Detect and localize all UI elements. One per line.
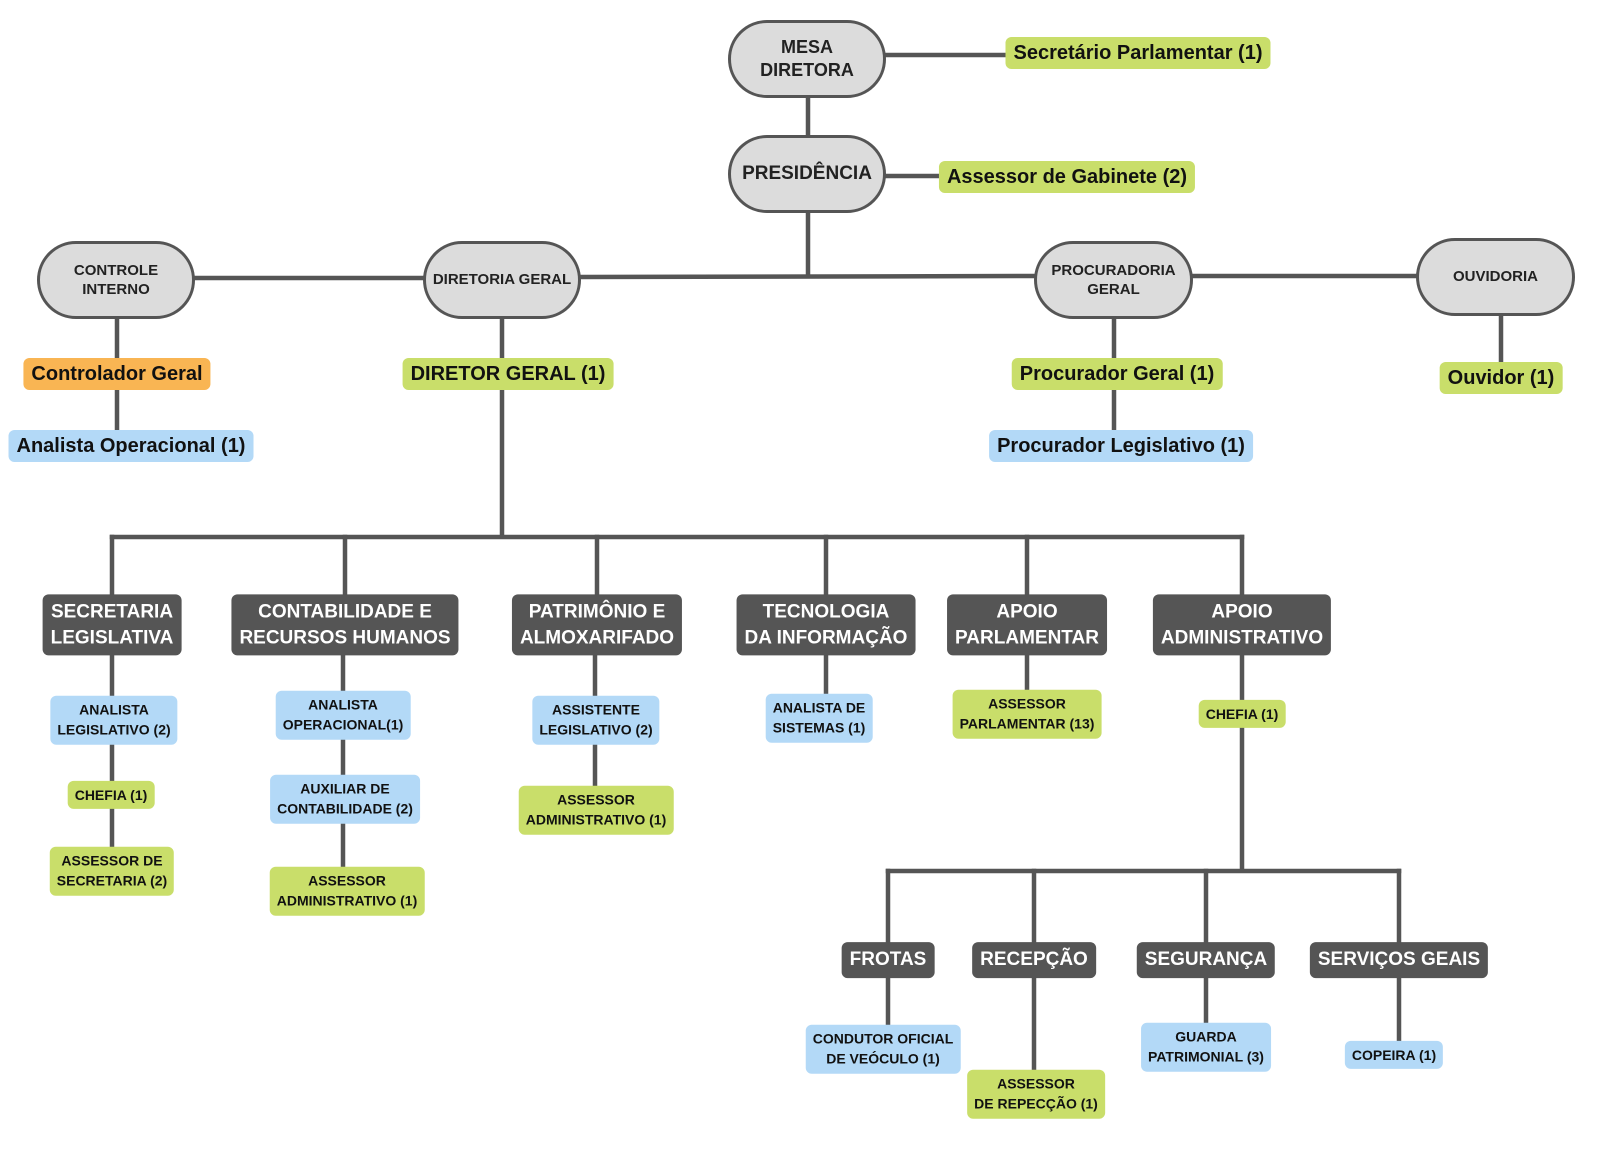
controle-interno-label: CONTROLE INTERNO	[73, 261, 159, 299]
procuradoria-geral-label: PROCURADORIA GERAL	[1051, 261, 1176, 299]
subdept-frotas: FROTAS	[841, 942, 935, 978]
dept-apoio-administrativo: APOIO ADMINISTRATIVO	[1152, 594, 1332, 656]
subdept-servicos-gerais: SERVIÇOS GEAIS	[1309, 942, 1489, 978]
subdept-recepcao: RECEPÇÃO	[972, 942, 1096, 978]
controlador-geral-label: Controlador Geral	[23, 358, 211, 390]
recepcao-item-assessor: ASSESSOR DE REPECÇÃO (1)	[967, 1069, 1105, 1119]
mesa-diretora-node: MESA DIRETORA	[728, 20, 886, 98]
dept-patrimonio: PATRIMÔNIO E ALMOXARIFADO	[511, 594, 683, 656]
ouvidor-label: Ouvidor (1)	[1439, 362, 1563, 394]
diretoria-geral-node: DIRETORIA GERAL	[423, 241, 581, 319]
presidencia-node: PRESIDÊNCIA	[728, 135, 886, 213]
apoio-parlamentar-item-assessor: ASSESSOR PARLAMENTAR (13)	[952, 689, 1102, 739]
ouvidoria-node: OUVIDORIA	[1416, 238, 1575, 316]
assessor-gabinete-label: Assessor de Gabinete (2)	[938, 161, 1196, 193]
patrimonio-item-assessor: ASSESSOR ADMINISTRATIVO (1)	[518, 785, 674, 835]
contabilidade-item-assessor: ASSESSOR ADMINISTRATIVO (1)	[269, 866, 425, 916]
presidencia-label: PRESIDÊNCIA	[742, 162, 872, 184]
contabilidade-item-analista: ANALISTA OPERACIONAL(1)	[275, 690, 411, 740]
analista-operacional-label: Analista Operacional (1)	[8, 430, 254, 462]
frotas-item-condutor: CONDUTOR OFICIAL DE VEÓCULO (1)	[805, 1024, 961, 1074]
secretaria-item-assessor: ASSESSOR DE SECRETARIA (2)	[49, 846, 175, 896]
subdept-seguranca: SEGURANÇA	[1136, 942, 1276, 978]
procurador-legislativo-label: Procurador Legislativo (1)	[989, 430, 1253, 462]
dept-secretaria-legislativa: SECRETARIA LEGISLATIVA	[42, 594, 182, 656]
ouvidoria-label: OUVIDORIA	[1452, 268, 1538, 286]
mesa-diretora-label: MESA DIRETORA	[760, 36, 854, 80]
dept-tecnologia: TECNOLOGIA DA INFORMAÇÃO	[736, 594, 916, 656]
secretario-parlamentar-label: Secretário Parlamentar (1)	[1005, 37, 1271, 69]
contabilidade-item-auxiliar: AUXILIAR DE CONTABILIDADE (2)	[270, 774, 420, 824]
servicos-item-copeira: COPEIRA (1)	[1344, 1040, 1444, 1070]
diretor-geral-label: DIRETOR GERAL (1)	[402, 358, 614, 390]
patrimonio-item-assistente: ASSISTENTE LEGISLATIVO (2)	[532, 695, 660, 745]
procurador-geral-label: Procurador Geral (1)	[1011, 358, 1223, 390]
controle-interno-node: CONTROLE INTERNO	[37, 241, 195, 319]
secretaria-item-analista: ANALISTA LEGISLATIVO (2)	[50, 695, 178, 745]
apoio-administrativo-item-chefia: CHEFIA (1)	[1198, 699, 1286, 729]
seguranca-item-guarda: GUARDA PATRIMONIAL (3)	[1141, 1022, 1271, 1072]
dept-contabilidade-rh: CONTABILIDADE E RECURSOS HUMANOS	[231, 594, 459, 656]
dept-apoio-parlamentar: APOIO PARLAMENTAR	[947, 594, 1107, 656]
tecnologia-item-analista: ANALISTA DE SISTEMAS (1)	[765, 693, 873, 743]
secretaria-item-chefia: CHEFIA (1)	[67, 780, 155, 810]
diretoria-geral-label: DIRETORIA GERAL	[432, 271, 572, 289]
procuradoria-geral-node: PROCURADORIA GERAL	[1034, 241, 1193, 319]
